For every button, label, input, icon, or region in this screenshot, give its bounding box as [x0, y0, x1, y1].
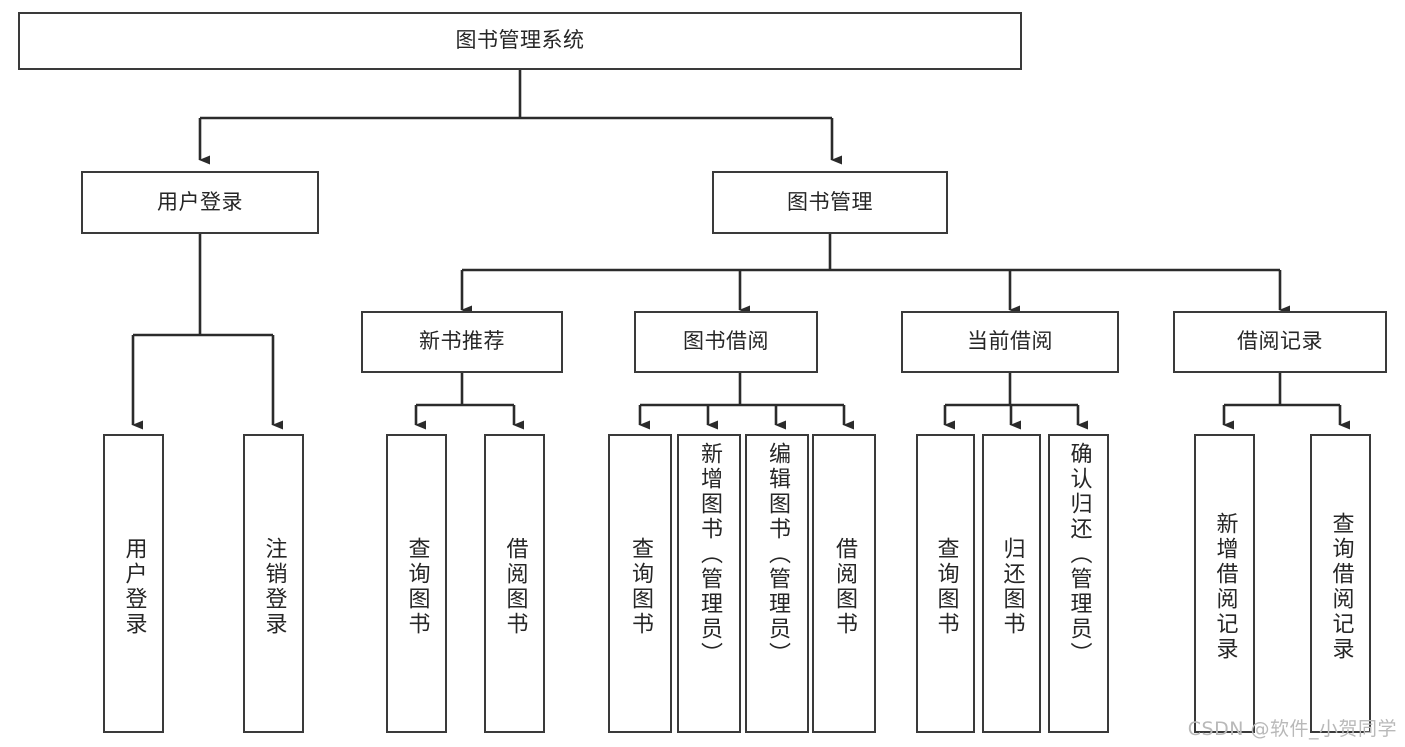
node-user-login[interactable]: 用户登录: [81, 171, 319, 234]
node-book-management[interactable]: 图书管理: [712, 171, 948, 234]
node-label: 查询图书: [628, 536, 653, 637]
leaf-book-borrow-edit-book-admin[interactable]: 编辑图书（管理员）: [745, 434, 809, 733]
node-label: 新增图书（管理员）: [697, 442, 722, 667]
node-label: 图书管理系统: [455, 28, 585, 53]
node-label: 用户登录: [157, 189, 243, 214]
leaf-user-login-signout[interactable]: 注销登录: [243, 434, 304, 733]
leaf-book-borrow-query-books[interactable]: 查询图书: [608, 434, 672, 733]
leaf-new-book-query-books[interactable]: 查询图书: [386, 434, 447, 733]
node-book-borrow[interactable]: 图书借阅: [634, 311, 818, 373]
leaf-new-book-borrow-books[interactable]: 借阅图书: [484, 434, 545, 733]
node-label: 注销登录: [261, 536, 287, 637]
node-label: 查询借阅记录: [1328, 511, 1354, 662]
node-label: 确认归还（管理员）: [1066, 442, 1092, 667]
node-label: 新增借阅记录: [1212, 511, 1238, 662]
node-label: 查询图书: [404, 536, 430, 637]
node-root-book-management-system[interactable]: 图书管理系统: [18, 12, 1022, 70]
node-label: 查询图书: [933, 536, 959, 637]
node-label: 用户登录: [121, 536, 147, 637]
node-label: 图书借阅: [683, 329, 769, 354]
node-label: 当前借阅: [967, 329, 1053, 354]
node-label: 新书推荐: [419, 329, 505, 354]
leaf-borrow-record-query-record[interactable]: 查询借阅记录: [1310, 434, 1371, 733]
leaf-current-borrow-confirm-return-admin[interactable]: 确认归还（管理员）: [1048, 434, 1109, 733]
node-label: 图书管理: [787, 189, 873, 214]
watermark-text: CSDN @软件_小贺同学: [1187, 718, 1397, 740]
node-label: 借阅图书: [502, 536, 528, 637]
node-borrow-record[interactable]: 借阅记录: [1173, 311, 1387, 373]
node-label: 借阅图书: [832, 536, 857, 637]
node-current-borrow[interactable]: 当前借阅: [901, 311, 1119, 373]
leaf-book-borrow-add-book-admin[interactable]: 新增图书（管理员）: [677, 434, 741, 733]
node-label: 借阅记录: [1237, 329, 1323, 354]
node-label: 归还图书: [999, 536, 1025, 637]
node-new-book-recommend[interactable]: 新书推荐: [361, 311, 563, 373]
node-label: 编辑图书（管理员）: [765, 442, 790, 667]
leaf-book-borrow-borrow-books[interactable]: 借阅图书: [812, 434, 876, 733]
leaf-current-borrow-query-books[interactable]: 查询图书: [916, 434, 975, 733]
leaf-current-borrow-return-books[interactable]: 归还图书: [982, 434, 1041, 733]
leaf-user-login-signin[interactable]: 用户登录: [103, 434, 164, 733]
leaf-borrow-record-add-record[interactable]: 新增借阅记录: [1194, 434, 1255, 733]
